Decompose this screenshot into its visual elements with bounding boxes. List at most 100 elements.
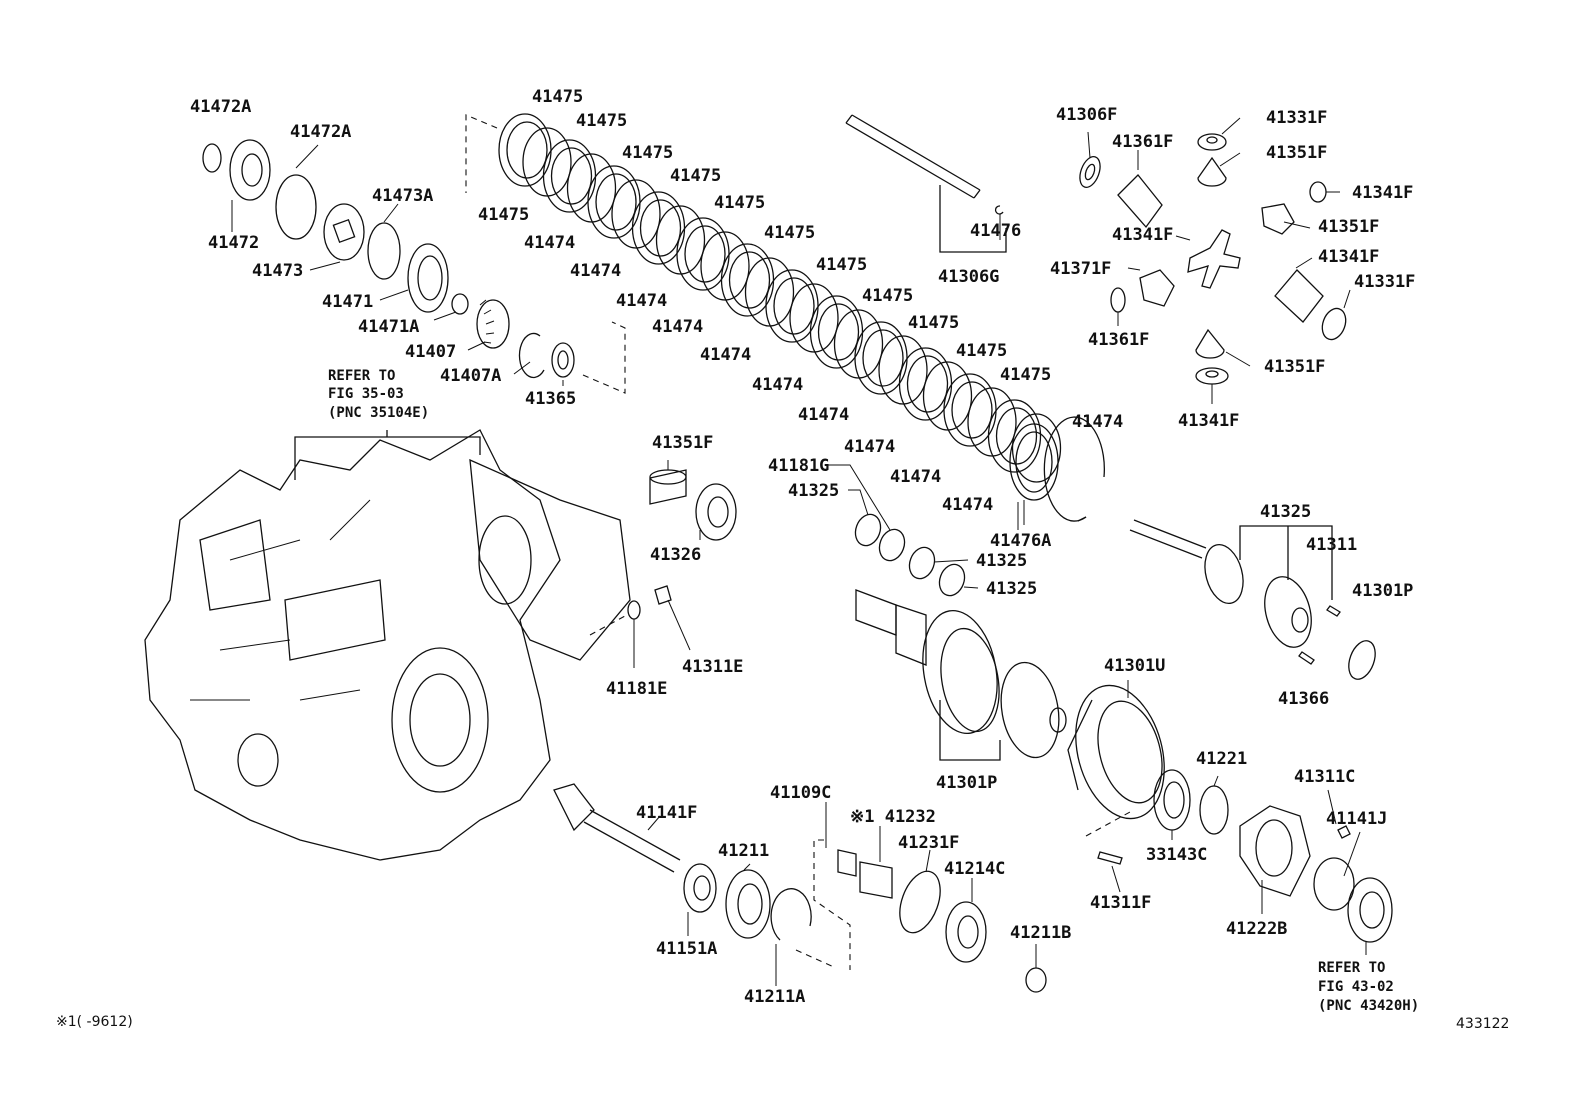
part-label: 41151A <box>656 939 717 959</box>
part-label: 41475 <box>478 205 529 225</box>
part-label: 41301P <box>936 773 997 793</box>
part-label: 41475 <box>1000 365 1051 385</box>
part-label: 41311C <box>1294 767 1355 787</box>
clutch-disc <box>746 258 794 326</box>
part-label: 41474 <box>752 375 803 395</box>
ref-note-top-line3: (PNC 35104E) <box>328 405 429 421</box>
part-label: 41475 <box>908 313 959 333</box>
part-label: 41407A <box>440 366 501 386</box>
part-label: 41181G <box>768 456 829 476</box>
part-label: 41475 <box>816 255 867 275</box>
part-label: 41301U <box>1104 656 1165 676</box>
part-label: 41222B <box>1226 919 1287 939</box>
part-label: 41472 <box>208 233 259 253</box>
part-label: 41473 <box>252 261 303 281</box>
part-label: ※1 41232 <box>850 807 936 827</box>
part-label: 41341F <box>1318 247 1379 267</box>
part-label: 41325 <box>986 579 1037 599</box>
part-label: 41474 <box>616 291 667 311</box>
part-label: 41325 <box>1260 502 1311 522</box>
part-label: 41361F <box>1088 330 1149 350</box>
part-label: 41365 <box>525 389 576 409</box>
clutch-disc <box>924 362 972 430</box>
part-label: 41474 <box>700 345 751 365</box>
part-label: 41341F <box>1178 411 1239 431</box>
part-label: 41475 <box>764 223 815 243</box>
ref-note-bottom-line1: REFER TO <box>1318 960 1385 976</box>
side-bearing-parts <box>590 470 736 635</box>
clutch-plate <box>552 148 592 204</box>
part-label: 41341F <box>1352 183 1413 203</box>
part-label: 41211A <box>744 987 805 1007</box>
part-label: 41472A <box>190 97 251 117</box>
part-label: 41476A <box>990 531 1051 551</box>
drive-shaft <box>846 115 1006 252</box>
clutch-plate <box>952 382 992 438</box>
part-label: 41311E <box>682 657 743 677</box>
part-label: 41231F <box>898 833 959 853</box>
part-label: 41311F <box>1090 893 1151 913</box>
clutch-disc <box>568 154 616 222</box>
ref-note-bottom-line3: (PNC 43420H) <box>1318 998 1419 1014</box>
reference-note-top: REFER TO FIG 35-03 (PNC 35104E) <box>328 368 429 421</box>
part-label: 41181E <box>606 679 667 699</box>
clutch-plate <box>989 400 1041 472</box>
part-label: 41351F <box>1266 143 1327 163</box>
seal-bearing-stack <box>203 140 625 393</box>
part-label: 41473A <box>372 186 433 206</box>
part-label: 41211B <box>1010 923 1071 943</box>
clutch-plate <box>507 122 547 178</box>
clutch-disc <box>1013 414 1061 482</box>
part-label: 41475 <box>622 143 673 163</box>
part-label: 41351F <box>1264 357 1325 377</box>
part-label: 41474 <box>890 467 941 487</box>
clutch-disc <box>523 128 571 196</box>
part-label: 41407 <box>405 342 456 362</box>
part-label: 41474 <box>798 405 849 425</box>
clutch-plate <box>774 278 814 334</box>
clutch-disc <box>701 232 749 300</box>
part-label: 41471A <box>358 317 419 337</box>
part-label: 41371F <box>1050 259 1111 279</box>
part-label: 41476 <box>970 221 1021 241</box>
lower-right-bearings <box>1086 770 1392 942</box>
transaxle-case <box>145 430 630 860</box>
part-label: 41331F <box>1266 108 1327 128</box>
part-label: 41141J <box>1326 809 1387 829</box>
clutch-plate <box>908 356 948 412</box>
part-number-labels: 41472A41472A41473A41472414734147141471A4… <box>190 87 1415 1007</box>
clutch-plate <box>596 174 636 230</box>
part-label: 41475 <box>862 286 913 306</box>
part-label: 41109C <box>770 783 831 803</box>
figure-code: 433122 <box>1456 1016 1509 1032</box>
differential-case <box>856 590 1178 829</box>
part-label: 41306F <box>1056 105 1117 125</box>
part-label: 41474 <box>570 261 621 281</box>
part-label: 41306G <box>938 267 999 287</box>
ref-note-top-line2: FIG 35-03 <box>328 386 404 402</box>
part-label: 41351F <box>652 433 713 453</box>
part-label: 41475 <box>532 87 583 107</box>
ref-note-bottom-line2: FIG 43-02 <box>1318 979 1394 995</box>
part-label: 41325 <box>976 551 1027 571</box>
part-label: 41474 <box>844 437 895 457</box>
part-label: 41361F <box>1112 132 1173 152</box>
clutch-disc <box>612 180 660 248</box>
part-label: 41311 <box>1306 535 1357 555</box>
part-label: 41214C <box>944 859 1005 879</box>
reference-note-bottom: REFER TO FIG 43-02 (PNC 43420H) <box>1318 960 1419 1014</box>
clutch-disc <box>657 206 705 274</box>
part-label: 41325 <box>788 481 839 501</box>
part-label: 41341F <box>1112 225 1173 245</box>
clutch-disc <box>790 284 838 352</box>
part-label: 41221 <box>1196 749 1247 769</box>
part-label: 41471 <box>322 292 373 312</box>
part-label: 41475 <box>714 193 765 213</box>
part-label: 41366 <box>1278 689 1329 709</box>
clutch-disc <box>879 336 927 404</box>
clutch-plate-stack <box>466 114 1104 521</box>
clutch-plate <box>819 304 859 360</box>
clutch-plate <box>730 252 770 308</box>
